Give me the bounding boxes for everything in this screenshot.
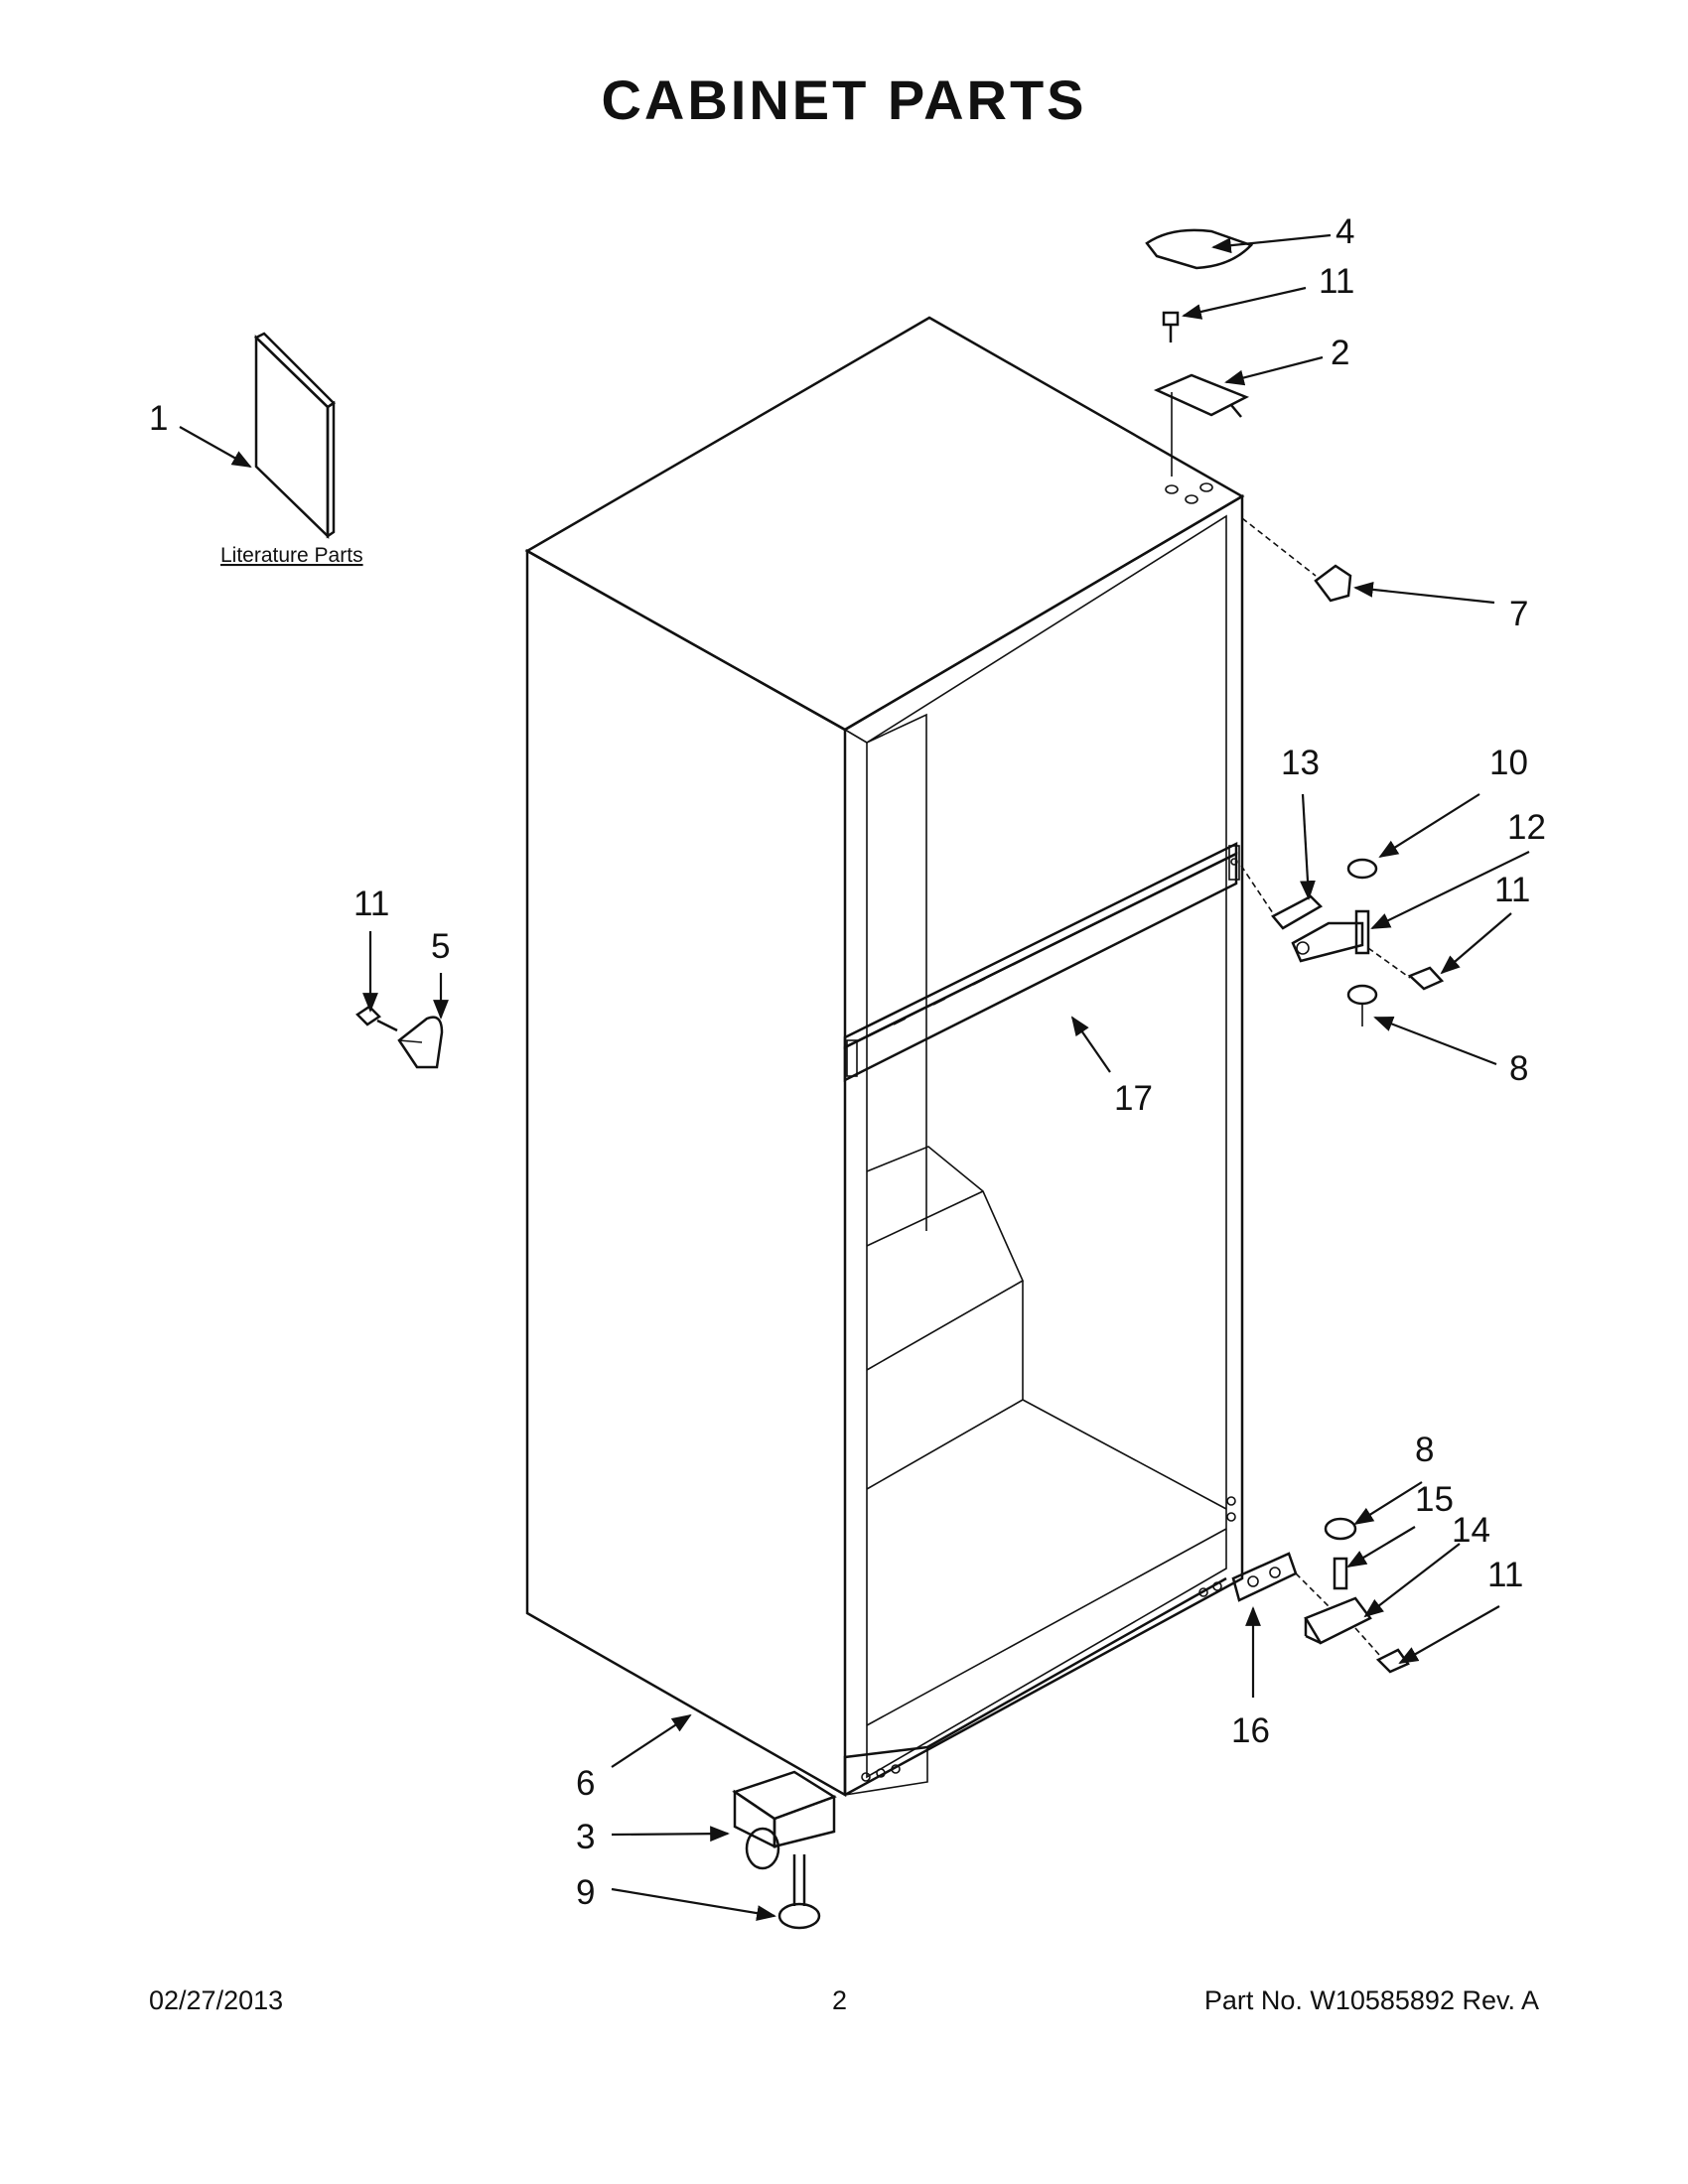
- callout-3: 3: [576, 1818, 595, 1856]
- refrigerator-cabinet: [524, 316, 1245, 1798]
- hinge-screw-center: [1407, 966, 1445, 991]
- callout-6: 6: [576, 1764, 595, 1803]
- callout-15: 15: [1415, 1480, 1454, 1519]
- callout-1: 1: [149, 399, 168, 438]
- callout-11-left: 11: [353, 885, 389, 923]
- hinge-pin: [1324, 1517, 1357, 1590]
- callout-8-bottom: 8: [1415, 1431, 1434, 1469]
- callout-11-center: 11: [1494, 871, 1530, 909]
- literature-booklet: [253, 332, 336, 539]
- callout-14: 14: [1452, 1511, 1490, 1550]
- footer-part-number: Part No. W10585892 Rev. A: [1203, 1985, 1539, 2015]
- front-roller: [732, 1770, 837, 1870]
- door-stop-screw: [355, 1005, 398, 1032]
- hinge-screw-top: [1162, 311, 1180, 342]
- literature-parts-label: Literature Parts: [220, 544, 363, 567]
- footer-page-number: 2: [832, 1985, 848, 2015]
- callout-11-top: 11: [1319, 262, 1354, 301]
- bottom-hinge: [1295, 1572, 1372, 1645]
- callout-13: 13: [1281, 744, 1320, 782]
- callout-11-bottom: 11: [1487, 1556, 1523, 1594]
- leveling-leg: [777, 1854, 821, 1930]
- callout-8-center: 8: [1509, 1049, 1528, 1088]
- top-hinge-cover: [1145, 228, 1254, 270]
- footer-date: 02/27/2013: [149, 1985, 284, 2015]
- callout-9: 9: [576, 1873, 595, 1912]
- center-hinge: [1240, 858, 1411, 1026]
- callout-12: 12: [1507, 808, 1546, 847]
- callout-10: 10: [1489, 744, 1528, 782]
- callout-4: 4: [1336, 212, 1354, 251]
- hinge-screw-bottom: [1354, 1627, 1410, 1674]
- callout-7: 7: [1509, 595, 1528, 633]
- door-stop: [397, 1016, 444, 1069]
- hinge-cover-block: [1314, 564, 1352, 603]
- callout-16: 16: [1231, 1711, 1270, 1750]
- callout-2: 2: [1331, 334, 1349, 372]
- callout-17: 17: [1114, 1079, 1153, 1118]
- top-hinge: [1153, 373, 1250, 477]
- callout-5: 5: [431, 927, 450, 966]
- page-title: CABINET PARTS: [601, 68, 1087, 131]
